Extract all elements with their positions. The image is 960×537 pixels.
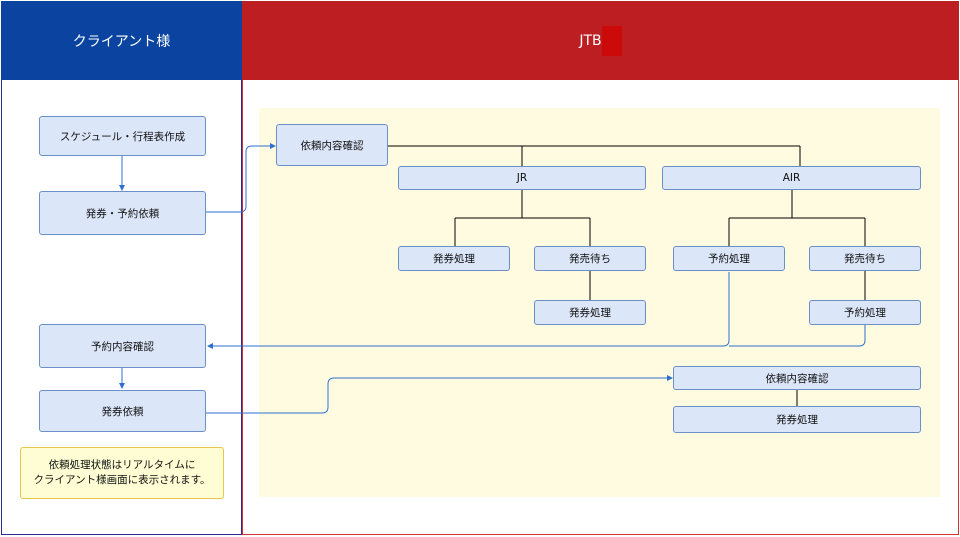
client-lane-title: クライアント様: [72, 33, 171, 50]
request-confirm-step[interactable]: 依頼内容確認: [276, 124, 388, 166]
air-reserve-process-step[interactable]: 予約処理: [673, 246, 785, 271]
jr-branch[interactable]: JR: [398, 166, 646, 190]
jtb-lane-header: JTB: [242, 1, 959, 80]
schedule-create-step[interactable]: スケジュール・行程表作成: [39, 116, 206, 156]
issue-request-step[interactable]: 発券依頼: [39, 390, 206, 432]
jr-wait-issue-process-step[interactable]: 発券処理: [534, 300, 646, 325]
client-lane-header: クライアント様: [1, 1, 242, 80]
reserve-confirm-step[interactable]: 予約内容確認: [39, 324, 206, 368]
issue-process-step[interactable]: 発券処理: [673, 406, 921, 433]
note-line-2: クライアント様画面に表示されます。: [33, 474, 211, 486]
note-line-1: 依頼処理状態はリアルタイムに: [48, 459, 196, 471]
air-on-sale-wait-step[interactable]: 発売待ち: [809, 246, 921, 271]
issue-reserve-request-step[interactable]: 発券・予約依頼: [39, 191, 206, 235]
jtb-lane-title: JTB: [579, 32, 602, 49]
realtime-status-note: 依頼処理状態はリアルタイムに クライアント様画面に表示されます。: [20, 447, 224, 499]
jr-issue-process-step[interactable]: 発券処理: [398, 246, 510, 271]
air-wait-reserve-process-step[interactable]: 予約処理: [809, 300, 921, 325]
air-branch[interactable]: AIR: [662, 166, 921, 190]
jr-on-sale-wait-step[interactable]: 発売待ち: [534, 246, 646, 271]
request-confirm-step-2[interactable]: 依頼内容確認: [673, 366, 921, 390]
jtb-logo-mark: [601, 25, 622, 56]
